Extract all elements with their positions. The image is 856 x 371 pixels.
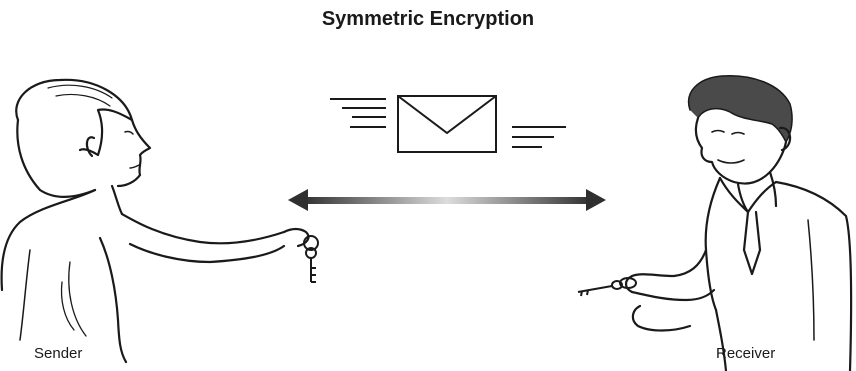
envelope-icon — [397, 95, 497, 153]
motion-lines-left — [330, 98, 386, 128]
diagram-title: Symmetric Encryption — [321, 8, 535, 30]
sender-label: Sender — [34, 345, 83, 362]
motion-lines-right — [512, 126, 566, 148]
sender-figure — [0, 78, 310, 364]
key-icon — [303, 235, 319, 283]
receiver-figure — [624, 75, 853, 371]
receiver-label: Receiver — [716, 345, 776, 362]
key-icon-receiver — [577, 277, 637, 297]
double-arrow-icon — [288, 189, 606, 211]
